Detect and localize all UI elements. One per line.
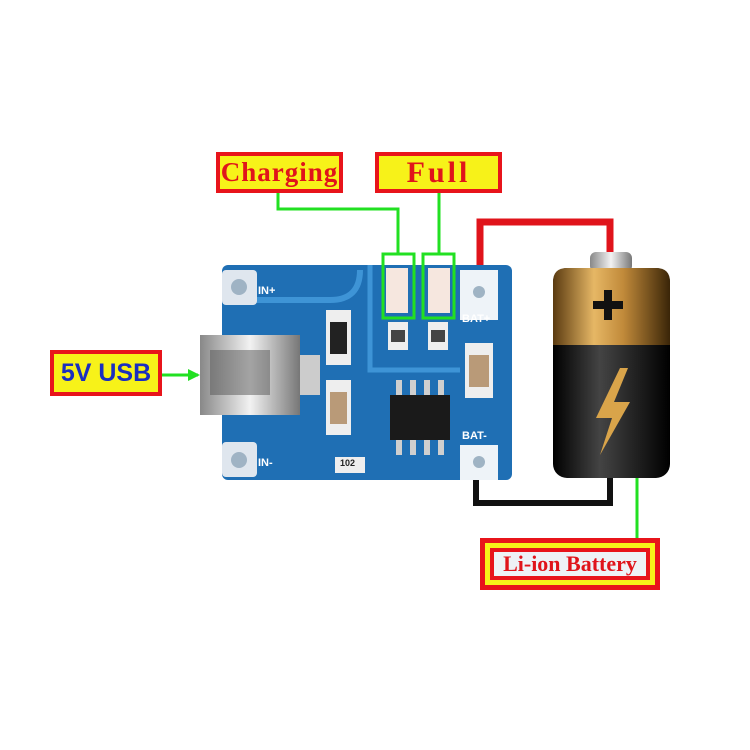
positive-wire — [476, 218, 614, 290]
charging-label: Charging — [216, 152, 343, 193]
charging-pointer-line — [276, 193, 400, 254]
full-led — [428, 268, 450, 313]
silk-in-plus: IN+ — [258, 285, 276, 297]
resistor-marking: 102 — [340, 458, 356, 468]
lightning-icon — [596, 368, 630, 455]
charger-board — [200, 265, 512, 480]
usb-input-label: 5V USB — [50, 350, 162, 396]
charging-led — [386, 268, 408, 313]
charging-led-highlight — [381, 252, 416, 320]
silk-in-minus: IN- — [258, 457, 273, 469]
battery-icon — [553, 252, 670, 478]
battery-label-text: Li-ion Battery — [490, 548, 650, 580]
silk-bat-minus: BAT- — [462, 430, 487, 442]
charger-ic — [390, 395, 450, 440]
silk-bat-plus: BAT+ — [462, 313, 491, 325]
full-led-highlight — [421, 252, 456, 320]
usb-arrow-icon — [162, 369, 200, 381]
battery-label: Li-ion Battery — [480, 538, 660, 590]
full-label: Full — [375, 152, 502, 193]
negative-wire — [473, 458, 613, 506]
